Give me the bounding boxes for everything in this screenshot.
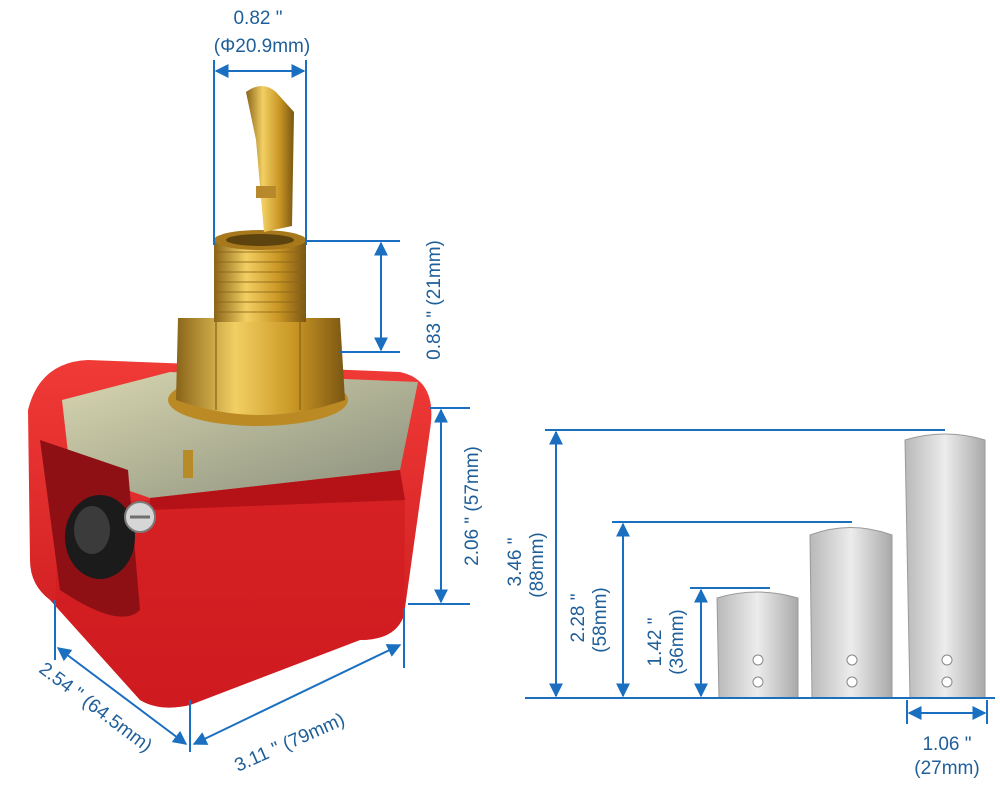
paddle-large-metric: (88mm)	[527, 532, 548, 597]
paddle-blade-image	[716, 433, 986, 699]
paddle-medium-inch: 2.28 "	[568, 593, 589, 642]
paddle-large-inch: 3.46 "	[505, 537, 526, 586]
thread-length-label: 0.83 " (21mm)	[424, 240, 445, 360]
fitting-diameter-inch: 0.82 "	[233, 8, 282, 29]
housing-height-label: 2.06 " (57mm)	[462, 446, 483, 566]
dimension-lines	[54, 60, 995, 752]
paddle-medium-metric: (58mm)	[590, 587, 611, 652]
housing-width-label: 3.11 " (79mm)	[231, 709, 348, 776]
paddle-width-inch: 1.06 "	[922, 734, 971, 755]
paddle-small-inch: 1.42 "	[645, 617, 666, 666]
paddle-small-metric: (36mm)	[667, 609, 688, 674]
paddle-width-metric: (27mm)	[914, 758, 979, 779]
brass-fitting-image	[168, 86, 348, 426]
fitting-diameter-metric: (Φ20.9mm)	[214, 36, 310, 57]
